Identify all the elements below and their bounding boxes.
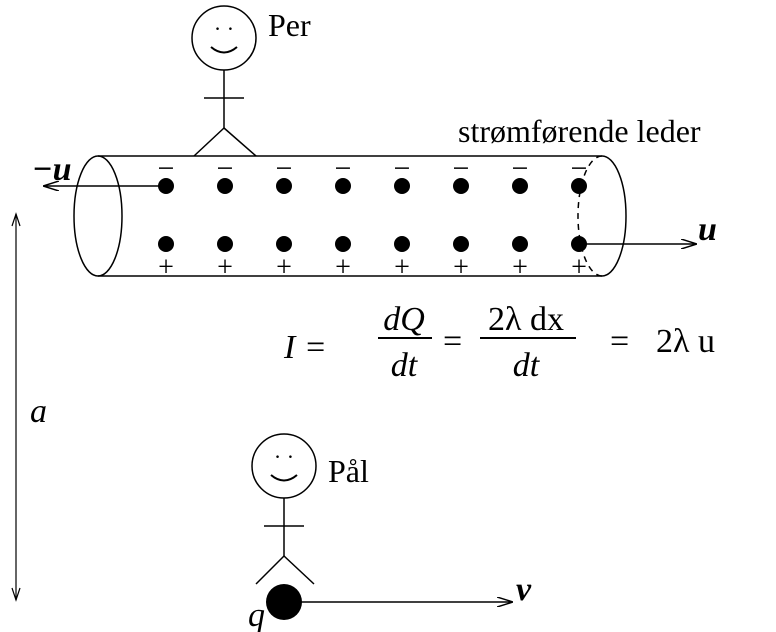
negative-charge-dot: [335, 178, 351, 194]
per-eyes: · ·: [214, 16, 234, 41]
pal-leg-left: [255, 555, 285, 585]
conductor-right-end-front: [601, 155, 627, 277]
eq-frac2-den: dt: [513, 347, 541, 384]
positive-charge-sign: +: [158, 252, 174, 283]
conductor: strømførende leder: [73, 113, 701, 277]
positive-charge-dot: [335, 236, 351, 252]
positive-charge-dot: [276, 236, 292, 252]
distance-arrow-top: [11, 212, 21, 227]
positive-charge-sign: +: [453, 252, 469, 283]
distance-marker: a: [11, 212, 47, 602]
pal-mouth: [270, 474, 298, 482]
equation: I = dQ dt = 2λ dx dt = 2λ u: [283, 301, 715, 384]
positive-charge-sign: +: [394, 252, 410, 283]
negative-charge-dot: [217, 178, 233, 194]
positive-charge-sign: +: [335, 252, 351, 283]
negative-charge-sign: −: [276, 152, 293, 185]
positive-charge-dot: [453, 236, 469, 252]
pal-label: Pål: [328, 453, 369, 489]
positive-charge-dot: [512, 236, 528, 252]
negative-charge-sign: −: [453, 152, 470, 185]
per-leg-left: [193, 127, 225, 157]
label-minus-u: −u: [32, 151, 72, 188]
velocity-arrows: −u u: [32, 151, 717, 248]
negative-charge-dot: [276, 178, 292, 194]
positive-charge-sign: +: [276, 252, 292, 283]
charge-q-label: q: [248, 597, 265, 632]
label-v: v: [516, 571, 532, 608]
charge-q-dot: [266, 584, 302, 620]
pal-figure: · · Pål: [251, 433, 369, 585]
positive-charge-dot: [394, 236, 410, 252]
pal-leg-right: [283, 555, 315, 585]
test-charge: q v: [248, 571, 532, 632]
label-u: u: [698, 211, 717, 248]
negative-charge-sign: −: [571, 152, 588, 185]
conductor-left-end: [73, 155, 123, 277]
negative-charge-sign: −: [394, 152, 411, 185]
pal-eyes: · ·: [274, 444, 294, 469]
negative-charge-dot: [394, 178, 410, 194]
eq-equals-2: =: [443, 323, 462, 360]
negative-charge-sign: −: [217, 152, 234, 185]
eq-lhs: I =: [283, 329, 327, 366]
eq-frac1-num: dQ: [383, 301, 425, 338]
per-mouth: [210, 46, 238, 54]
positive-charge-dot: [571, 236, 587, 252]
charges-layer: − + − + − + − + − + − + − + − +: [158, 152, 588, 283]
positive-charge-sign: +: [217, 252, 233, 283]
per-label: Per: [268, 7, 311, 43]
per-figure: · · Per: [191, 5, 311, 157]
positive-charge-sign: +: [512, 252, 528, 283]
positive-charge-dot: [158, 236, 174, 252]
conductor-label: strømførende leder: [458, 113, 701, 149]
per-leg-right: [223, 127, 257, 157]
negative-charge-dot: [512, 178, 528, 194]
positive-charge-sign: +: [571, 252, 587, 283]
eq-frac2-num: 2λ dx: [488, 301, 564, 338]
eq-frac1-den: dt: [391, 347, 419, 384]
negative-charge-dot: [571, 178, 587, 194]
negative-charge-dot: [453, 178, 469, 194]
negative-charge-sign: −: [158, 152, 175, 185]
negative-charge-sign: −: [335, 152, 352, 185]
negative-charge-sign: −: [512, 152, 529, 185]
distance-label: a: [30, 393, 47, 430]
eq-equals-3: =: [610, 323, 629, 360]
distance-arrow-bottom: [11, 587, 21, 602]
eq-rhs: 2λ u: [656, 323, 715, 360]
conductor-right-end-hidden: [577, 155, 603, 277]
positive-charge-dot: [217, 236, 233, 252]
